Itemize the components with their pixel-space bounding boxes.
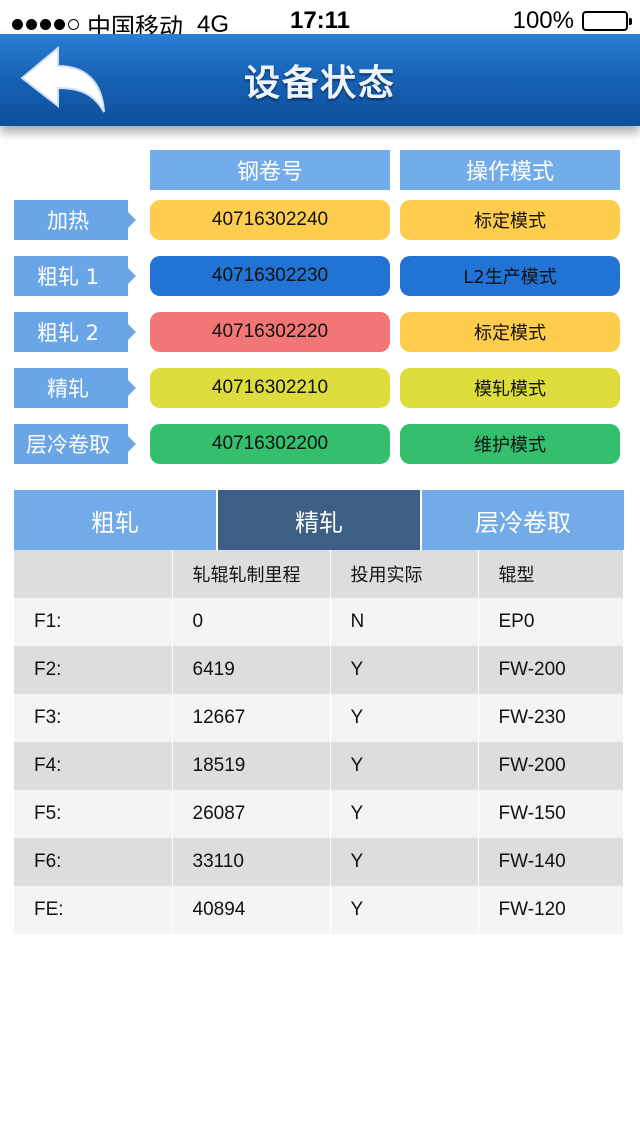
table-row: F6: 33110 Y FW-140	[14, 838, 623, 886]
cell-roll-type: FW-200	[477, 646, 623, 694]
status-bar: 中国移动 4G 17:11 100%	[0, 0, 640, 41]
cell-stand: F4:	[34, 755, 62, 776]
cell-roll-type: FW-120	[477, 886, 623, 934]
cell-stand: F1:	[34, 611, 62, 632]
battery-icon	[582, 11, 632, 31]
mode-rough-1: L2生产模式	[400, 256, 620, 296]
network-type: 4G	[197, 10, 230, 38]
cell-in-use: Y	[329, 694, 478, 742]
cell-mileage: 40894	[171, 886, 330, 934]
cell-roll-type: FW-230	[477, 694, 623, 742]
cell-roll-type: FW-200	[477, 742, 623, 790]
cell-in-use: Y	[329, 742, 478, 790]
cell-stand: F2:	[34, 659, 62, 680]
cell-in-use: Y	[329, 790, 478, 838]
mode-heating: 标定模式	[400, 200, 620, 240]
column-header-mode: 操作模式	[400, 150, 620, 190]
tab-cooling-coiling[interactable]: 层冷卷取	[422, 490, 624, 550]
tab-finishing-rolling[interactable]: 精轧	[218, 490, 420, 550]
table-row: F5: 26087 Y FW-150	[14, 790, 623, 838]
table-row: F2: 6419 Y FW-200	[14, 646, 623, 694]
coil-number-rough-1: 40716302230	[150, 256, 390, 296]
back-arrow-icon	[20, 45, 105, 113]
cell-mileage: 33110	[171, 838, 330, 886]
table-row: F3: 12667 Y FW-230	[14, 694, 623, 742]
column-header-coil: 钢卷号	[150, 150, 390, 190]
cell-roll-type: FW-140	[477, 838, 623, 886]
cell-mileage: 0	[171, 598, 330, 646]
row-label-finishing: 精轧	[14, 368, 136, 408]
back-button[interactable]	[18, 44, 110, 116]
table-header-row: 轧辊轧制里程 投用实际 辊型	[14, 550, 623, 598]
cell-in-use: Y	[329, 838, 478, 886]
tab-rough-rolling[interactable]: 粗轧	[14, 490, 216, 550]
table-header-roll-type: 辊型	[477, 550, 623, 598]
cell-mileage: 26087	[171, 790, 330, 838]
status-right: 100%	[512, 7, 632, 35]
coil-number-finishing: 40716302210	[150, 368, 390, 408]
coil-number-heating: 40716302240	[150, 200, 390, 240]
cell-in-use: Y	[329, 646, 478, 694]
table-header-mileage: 轧辊轧制里程	[171, 550, 330, 598]
battery-percent: 100%	[512, 7, 574, 34]
cell-in-use: Y	[329, 886, 478, 934]
signal-icon	[12, 19, 79, 30]
cell-mileage: 12667	[171, 694, 330, 742]
row-label-rough-1: 粗轧 1	[14, 256, 136, 296]
cell-stand: F6:	[34, 851, 62, 872]
row-label-heating: 加热	[14, 200, 136, 240]
cell-stand: FE:	[34, 899, 64, 920]
table-header-in-use: 投用实际	[329, 550, 478, 598]
page-title: 设备状态	[243, 63, 396, 104]
mode-finishing: 模轧模式	[400, 368, 620, 408]
cell-stand: F5:	[34, 803, 62, 824]
nav-bar: 设备状态	[0, 34, 640, 126]
cell-in-use: N	[329, 598, 478, 646]
cell-stand: F3:	[34, 707, 62, 728]
cell-roll-type: EP0	[477, 598, 623, 646]
row-label-rough-2: 粗轧 2	[14, 312, 136, 352]
row-label-cooling-coiling: 层冷卷取	[14, 424, 136, 464]
mode-cooling-coiling: 维护模式	[400, 424, 620, 464]
status-time: 17:11	[289, 7, 351, 34]
mode-rough-2: 标定模式	[400, 312, 620, 352]
table-row: F4: 18519 Y FW-200	[14, 742, 623, 790]
cell-roll-type: FW-150	[477, 790, 623, 838]
cell-mileage: 18519	[171, 742, 330, 790]
roll-table: 轧辊轧制里程 投用实际 辊型 F1: 0 N EP0 F2: 6419 Y FW…	[14, 550, 623, 934]
coil-number-cooling-coiling: 40716302200	[150, 424, 390, 464]
table-row: FE: 40894 Y FW-120	[14, 886, 623, 934]
cell-mileage: 6419	[171, 646, 330, 694]
table-row: F1: 0 N EP0	[14, 598, 623, 646]
coil-number-rough-2: 40716302220	[150, 312, 390, 352]
table-header-stand	[14, 550, 172, 598]
